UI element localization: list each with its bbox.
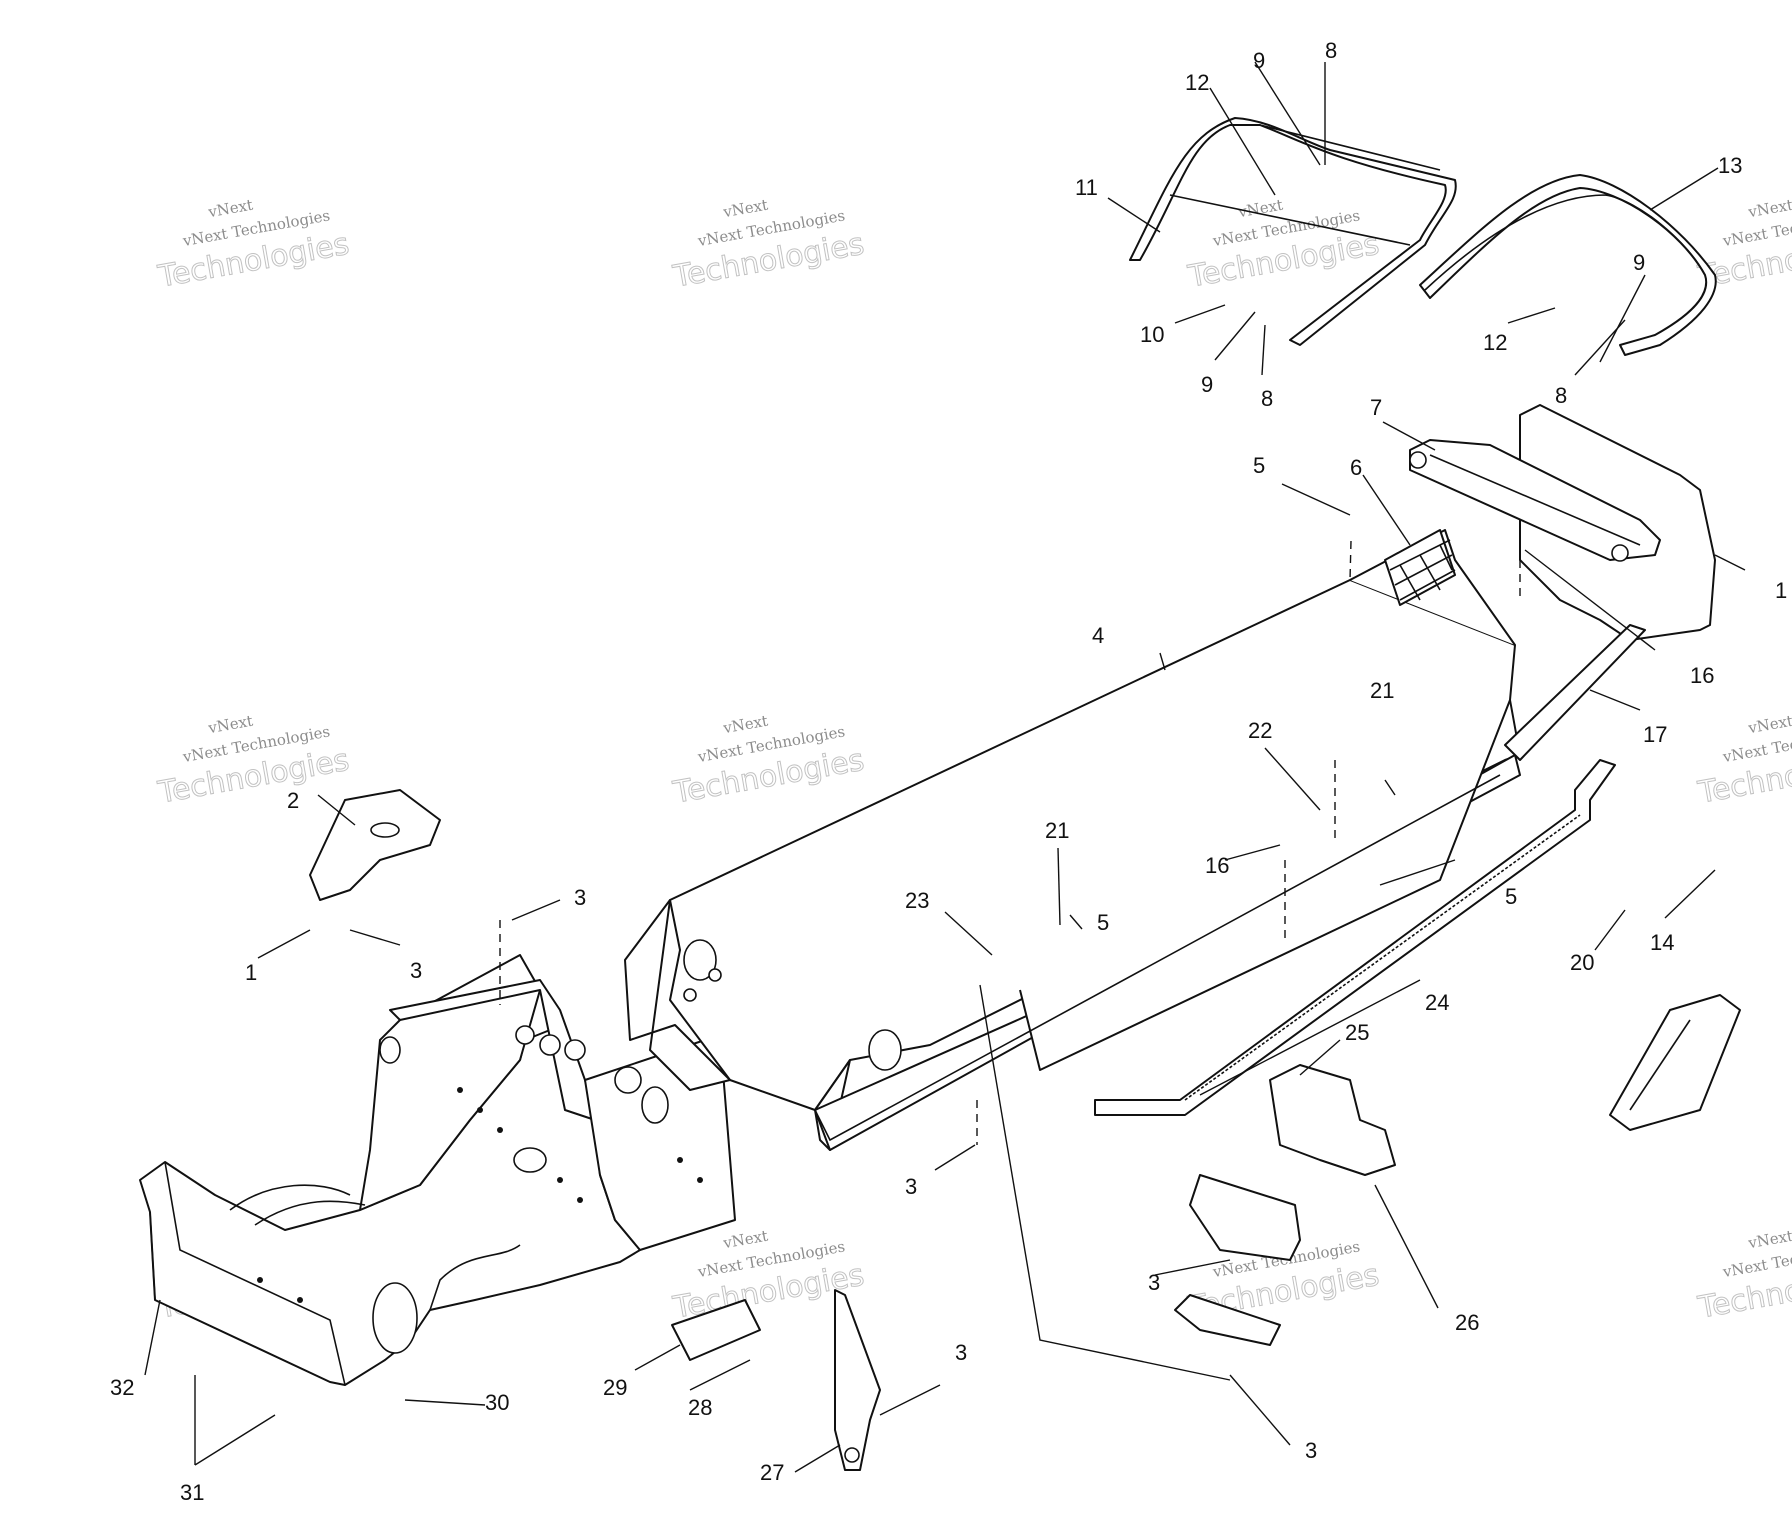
rod-part xyxy=(1094,759,1616,1116)
callout-c16a: 16 xyxy=(1205,853,1229,878)
watermark-logo: vNext xyxy=(206,196,254,222)
callout-c3e: 3 xyxy=(1305,1438,1317,1463)
bracket-25-part xyxy=(1269,1064,1396,1176)
callout-c25: 25 xyxy=(1345,1020,1369,1045)
watermark: vNext vNext Technologies Technologies xyxy=(154,712,352,812)
callout-c9a: 9 xyxy=(1253,48,1265,73)
watermark-logo: vNext xyxy=(721,196,769,222)
callout-c14: 14 xyxy=(1650,930,1674,955)
watermark-logo: vNext xyxy=(1746,1227,1792,1253)
callout-c27: 27 xyxy=(760,1460,784,1485)
callout-c4: 4 xyxy=(1092,623,1104,648)
callout-c5b: 5 xyxy=(1505,884,1517,909)
callout-c3c: 3 xyxy=(905,1174,917,1199)
side-rail-part xyxy=(1504,624,1646,761)
rear-bumper-13-part xyxy=(1419,174,1717,356)
callout-c12a: 12 xyxy=(1185,70,1209,95)
watermark: vNext vNext Technologies Technologies xyxy=(1694,196,1792,296)
front-bulkhead-part xyxy=(139,954,736,1386)
callout-c17: 17 xyxy=(1643,722,1667,747)
callout-c7: 7 xyxy=(1370,395,1382,420)
callout-c1: 1 xyxy=(245,960,257,985)
rear-bumper-part xyxy=(1129,117,1457,346)
assembly-lines xyxy=(499,540,1521,1145)
callout-c15: 1 xyxy=(1775,578,1787,603)
callout-c9c: 9 xyxy=(1633,250,1645,275)
leader-lines xyxy=(144,61,1746,1473)
callout-c12b: 12 xyxy=(1483,330,1507,355)
callout-c24: 24 xyxy=(1425,990,1449,1015)
callout-c3f: 3 xyxy=(955,1340,967,1365)
watermark: vNext vNext Technologies Technologies xyxy=(154,196,352,296)
callout-c20: 20 xyxy=(1570,950,1594,975)
watermark-logo: vNext xyxy=(206,712,254,738)
callout-c3a: 3 xyxy=(410,958,422,983)
bracket-27-part xyxy=(834,1289,881,1471)
callout-c16b: 16 xyxy=(1690,663,1714,688)
watermark: vNext vNext Technologies Technologies xyxy=(1694,1227,1792,1327)
watermark-logo: vNext xyxy=(1746,712,1792,738)
callout-c2: 2 xyxy=(287,788,299,813)
callout-c13: 13 xyxy=(1718,153,1742,178)
callout-c29: 29 xyxy=(603,1375,627,1400)
callout-c21a: 21 xyxy=(1045,818,1069,843)
bulkhead-port xyxy=(372,1282,418,1354)
callout-c10: 10 xyxy=(1140,322,1164,347)
callout-c11: 11 xyxy=(1075,175,1098,200)
callout-c30: 30 xyxy=(485,1390,509,1415)
callout-c31: 31 xyxy=(180,1480,204,1505)
callout-c5a: 5 xyxy=(1253,453,1265,478)
callout-c3d: 3 xyxy=(1148,1270,1160,1295)
callout-c28: 28 xyxy=(688,1395,712,1420)
callout-c32: 32 xyxy=(110,1375,134,1400)
callout-c8a: 8 xyxy=(1325,38,1337,63)
bracket-2-part xyxy=(309,789,441,901)
callout-c5c: 5 xyxy=(1097,910,1109,935)
watermark: vNext vNext Technologies Technologies xyxy=(669,712,867,812)
callout-c8c: 8 xyxy=(1555,383,1567,408)
bracket-20-part xyxy=(1609,994,1741,1131)
callout-c22: 22 xyxy=(1248,718,1272,743)
tunnel-part xyxy=(624,529,1521,1151)
bracket-26-part xyxy=(1174,1174,1301,1346)
watermark: vNext vNext Technologies Technologies xyxy=(1184,196,1382,296)
watermark-logo: vNext xyxy=(721,1227,769,1253)
callout-c9b: 9 xyxy=(1201,372,1213,397)
watermark: vNext vNext Technologies Technologies xyxy=(669,196,867,296)
watermark-logo: vNext xyxy=(721,712,769,738)
watermark: vNext vNext Technologies Technologies xyxy=(1694,712,1792,812)
watermark-logo: vNext xyxy=(1746,196,1792,222)
callout-c8b: 8 xyxy=(1261,386,1273,411)
callout-c21b: 21 xyxy=(1370,678,1394,703)
callout-c3b: 3 xyxy=(574,885,586,910)
callout-c23: 23 xyxy=(905,888,929,913)
bracket-29-part xyxy=(671,1299,761,1361)
callout-c6: 6 xyxy=(1350,455,1362,480)
rear-cover-part xyxy=(1409,439,1661,562)
callout-c26: 26 xyxy=(1455,1310,1479,1335)
